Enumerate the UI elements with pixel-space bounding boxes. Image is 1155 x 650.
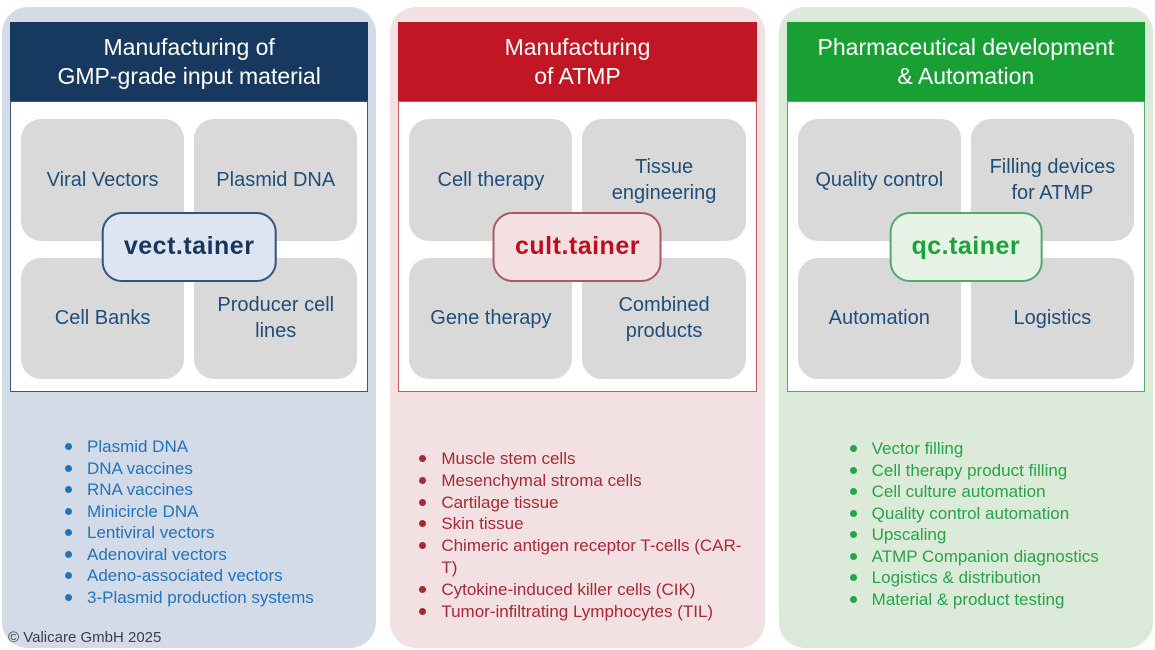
bullet-item: Cell therapy product filling — [847, 460, 1145, 482]
column-header-pharma: Pharmaceutical development & Automation — [786, 22, 1145, 101]
category-box-combined-products: Combined products — [582, 257, 746, 379]
header-line-1: Pharmaceutical development — [817, 33, 1115, 60]
category-panel-atmp: Cell therapy Tissue engineering Gene the… — [398, 101, 757, 392]
bullet-item: Cartilage tissue — [416, 492, 756, 514]
product-pill-vect-tainer: vect.tainer — [101, 211, 277, 282]
column-pharma-development-automation: Pharmaceutical development & Automation … — [778, 7, 1153, 648]
bullet-item: DNA vaccines — [62, 458, 368, 480]
column-atmp-manufacturing: Manufacturing of ATMP Cell therapy Tissu… — [390, 7, 765, 648]
bullet-item: Upscaling — [847, 524, 1145, 546]
bullet-item: ATMP Companion diagnostics — [847, 546, 1145, 568]
category-panel-gmp: Viral Vectors Plasmid DNA Cell Banks Pro… — [10, 101, 369, 392]
header-line-2: & Automation — [897, 62, 1035, 89]
bullet-item: Muscle stem cells — [416, 448, 756, 470]
category-box-cell-banks: Cell Banks — [21, 257, 185, 379]
header-line-1: Manufacturing of — [103, 33, 275, 60]
bullet-item: Cell culture automation — [847, 481, 1145, 503]
bullet-item: Quality control automation — [847, 503, 1145, 525]
bullet-item: Plasmid DNA — [62, 436, 368, 458]
bullet-list-atmp: Muscle stem cells Mesenchymal stroma cel… — [416, 448, 756, 622]
category-box-tissue-engineering: Tissue engineering — [582, 119, 746, 241]
column-header-gmp: Manufacturing of GMP-grade input materia… — [10, 22, 369, 101]
bullet-item: Mesenchymal stroma cells — [416, 470, 756, 492]
bullet-item: Tumor-infiltrating Lymphocytes (TIL) — [416, 601, 756, 623]
column-header-atmp: Manufacturing of ATMP — [398, 22, 757, 101]
bullet-item: Adenoviral vectors — [62, 544, 368, 566]
copyright-notice: © Valicare GmbH 2025 — [8, 629, 162, 646]
bullet-item: RNA vaccines — [62, 479, 368, 501]
header-line-2: of ATMP — [534, 62, 621, 89]
header-line-2: GMP-grade input material — [57, 62, 321, 89]
bullet-item: Lentiviral vectors — [62, 522, 368, 544]
header-line-1: Manufacturing — [504, 33, 651, 60]
category-box-producer-cell-lines: Producer cell lines — [194, 257, 358, 379]
bullet-item: Logistics & distribution — [847, 567, 1145, 589]
bullet-list-gmp: Plasmid DNA DNA vaccines RNA vaccines Mi… — [62, 436, 368, 608]
bullet-list-pharma: Vector filling Cell therapy product fill… — [847, 438, 1145, 610]
category-box-viral-vectors: Viral Vectors — [21, 119, 185, 241]
bullet-item: Chimeric antigen receptor T-cells (CAR-T… — [416, 535, 756, 579]
bullet-item: Minicircle DNA — [62, 501, 368, 523]
bullet-item: Vector filling — [847, 438, 1145, 460]
bullet-item: 3-Plasmid production systems — [62, 587, 368, 609]
bullet-item: Material & product testing — [847, 589, 1145, 611]
bullet-item: Adeno-associated vectors — [62, 565, 368, 587]
product-pill-cult-tainer: cult.tainer — [492, 211, 662, 282]
bullet-item: Cytokine-induced killer cells (CIK) — [416, 579, 756, 601]
product-pill-qc-tainer: qc.tainer — [889, 211, 1043, 282]
bullet-item: Skin tissue — [416, 513, 756, 535]
category-panel-pharma: Quality control Filling devices for ATMP… — [786, 101, 1145, 392]
column-gmp-input-material: Manufacturing of GMP-grade input materia… — [2, 7, 377, 648]
